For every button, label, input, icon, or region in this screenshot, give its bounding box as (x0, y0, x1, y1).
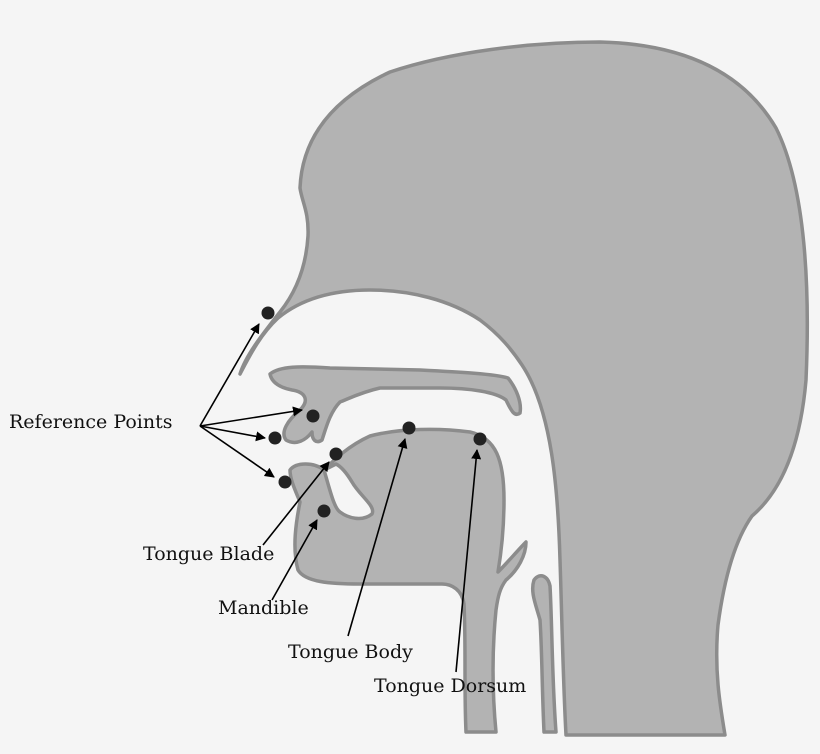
label-tongue-dorsum: Tongue Dorsum (374, 675, 527, 697)
point-tongue-blade (329, 447, 343, 461)
point-mandible (317, 504, 331, 518)
label-reference-points: Reference Points (9, 411, 173, 433)
label-mandible: Mandible (218, 597, 309, 619)
arrow-ref-lower-lip (199, 425, 275, 478)
epiglottis (530, 574, 558, 734)
arrow-tongue-blade (262, 461, 330, 546)
sublingual-gap (322, 462, 375, 521)
arrow-ref-nose (199, 323, 260, 427)
point-tongue-body (402, 421, 416, 435)
point-nose-bridge (261, 306, 275, 320)
arrow-tongue-dorsum (455, 449, 482, 673)
point-upper-incisor (268, 431, 282, 445)
arrow-mandible (271, 519, 318, 601)
point-upper-lip (306, 409, 320, 423)
point-tongue-dorsum (473, 432, 487, 446)
head-outline (238, 40, 810, 737)
arrow-ref-incisor (199, 425, 266, 442)
label-tongue-body: Tongue Body (288, 641, 413, 663)
label-tongue-blade: Tongue Blade (143, 543, 275, 565)
arrow-tongue-body (347, 438, 408, 637)
arrow-ref-upper-lip (199, 406, 303, 427)
point-lower-lip (278, 475, 292, 489)
